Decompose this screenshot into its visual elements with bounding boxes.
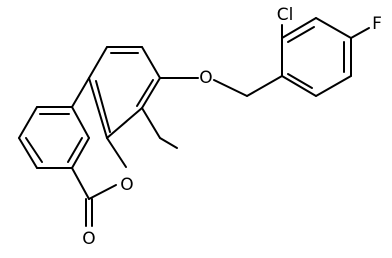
bond: [136, 79, 154, 107]
bond: [141, 77, 161, 109]
bond: [141, 107, 161, 139]
bond: [287, 26, 315, 43]
bond: [88, 184, 117, 200]
bond: [71, 106, 90, 139]
bond: [18, 137, 38, 169]
bond: [315, 17, 352, 39]
bond: [246, 75, 283, 97]
bond: [25, 137, 43, 163]
bond: [71, 167, 90, 200]
bond: [315, 75, 352, 97]
bond: [106, 107, 143, 139]
bond: [159, 137, 178, 149]
bond: [88, 46, 108, 79]
bond: [88, 77, 108, 139]
bond: [287, 73, 313, 89]
bond: [106, 137, 127, 168]
bond: [71, 77, 90, 108]
bond: [281, 75, 317, 97]
bond: [141, 46, 161, 79]
bond: [67, 137, 83, 163]
oxygen-label-carbonyl: O: [82, 229, 95, 249]
chlorine-label: Cl: [277, 5, 294, 25]
bond: [281, 17, 317, 39]
bond: [213, 79, 248, 97]
oxygen-label-ring: O: [120, 175, 133, 195]
fluorine-label: F: [372, 14, 382, 34]
bond: [71, 137, 90, 169]
bond: [18, 106, 38, 139]
bond: [350, 27, 370, 39]
bond: [95, 80, 111, 133]
oxygen-label-ether: O: [199, 68, 212, 88]
